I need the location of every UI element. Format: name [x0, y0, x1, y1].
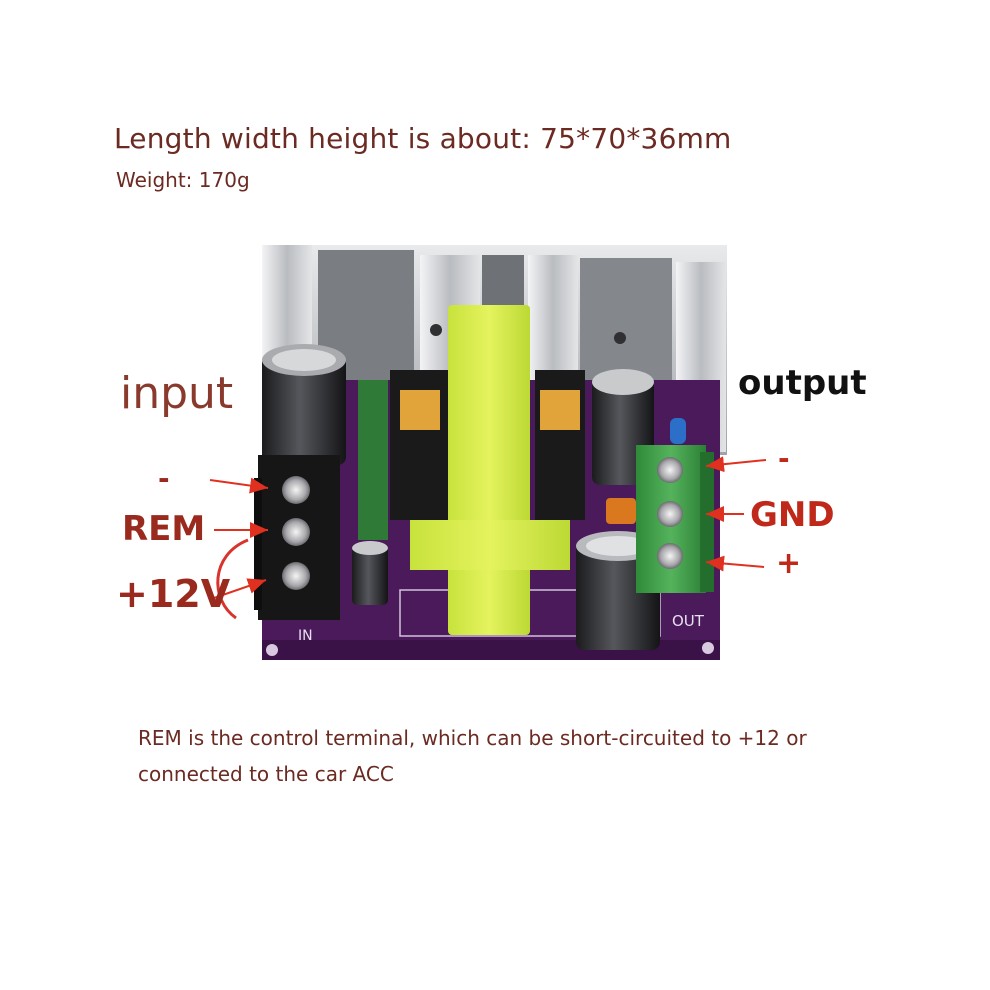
input-capacitor	[262, 344, 346, 465]
arrow-input-minus	[209, 477, 269, 494]
spec-dimensions: Length width height is about: 75*70*36mm	[114, 122, 732, 155]
arrow-output-minus	[705, 456, 767, 473]
label-output-minus: -	[778, 442, 790, 475]
rem-caption: REM is the control terminal, which can b…	[138, 720, 858, 792]
caption-line-2: connected to the car ACC	[138, 762, 394, 786]
silkscreen-in: IN	[298, 628, 313, 644]
blue-capacitor	[670, 418, 686, 444]
arrow-output-plus	[705, 555, 765, 572]
control-daughterboard	[358, 380, 388, 540]
label-input: input	[120, 368, 234, 419]
small-capacitor	[352, 545, 388, 605]
label-input-minus: -	[158, 462, 170, 495]
caption-line-1: REM is the control terminal, which can b…	[138, 726, 807, 750]
silkscreen-out: OUT	[672, 612, 705, 630]
output-terminal-block	[636, 445, 714, 593]
arrow-12v	[213, 578, 267, 599]
label-plus-12v: +12V	[116, 572, 231, 616]
input-terminal-block	[216, 455, 340, 620]
label-output: output	[738, 363, 867, 403]
spec-weight: Weight: 170g	[116, 168, 250, 192]
transformer	[390, 305, 585, 635]
label-rem: REM	[122, 509, 206, 549]
film-capacitor	[606, 498, 636, 524]
label-gnd: GND	[750, 495, 835, 535]
label-output-plus: +	[776, 546, 802, 581]
